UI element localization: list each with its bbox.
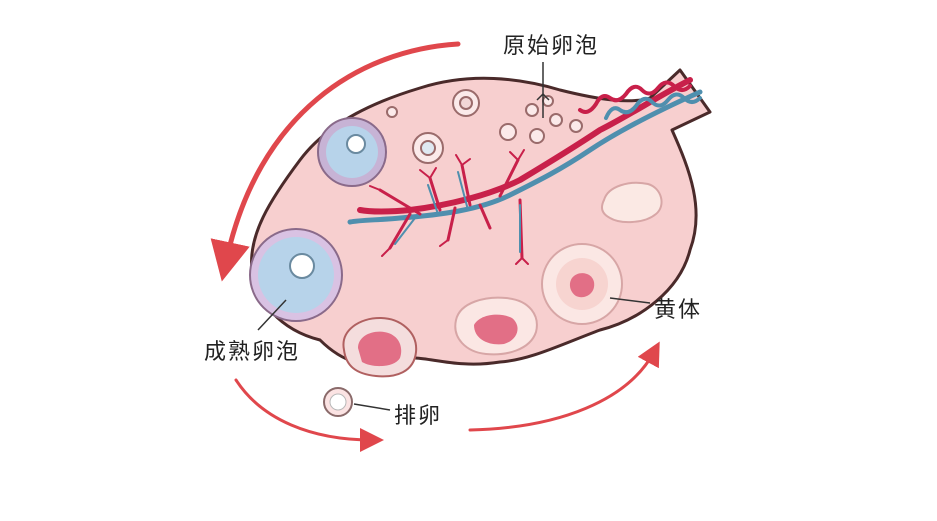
cycle-arrow-bottom-right bbox=[468, 341, 660, 432]
label-corpus-luteum: 黄体 bbox=[654, 298, 703, 323]
cycle-arrow-top-left bbox=[210, 41, 461, 282]
corpus-albicans bbox=[601, 181, 663, 224]
ovulated-egg bbox=[323, 387, 353, 417]
label-ovulation: 排卵 bbox=[394, 404, 443, 429]
leader-lines bbox=[257, 62, 651, 411]
corpus-luteum-middle bbox=[454, 296, 538, 356]
mature-follicle bbox=[249, 228, 343, 322]
label-mature-follicle: 成熟卵泡 bbox=[204, 340, 301, 365]
primordial-follicles bbox=[386, 89, 583, 164]
blood-vessels bbox=[347, 77, 703, 265]
cycle-arrow-bottom-left bbox=[234, 378, 384, 452]
growing-follicle bbox=[317, 117, 387, 187]
label-primordial-follicle: 原始卵泡 bbox=[503, 34, 600, 59]
corpus-luteum bbox=[541, 243, 623, 325]
ruptured-follicle bbox=[342, 316, 418, 378]
